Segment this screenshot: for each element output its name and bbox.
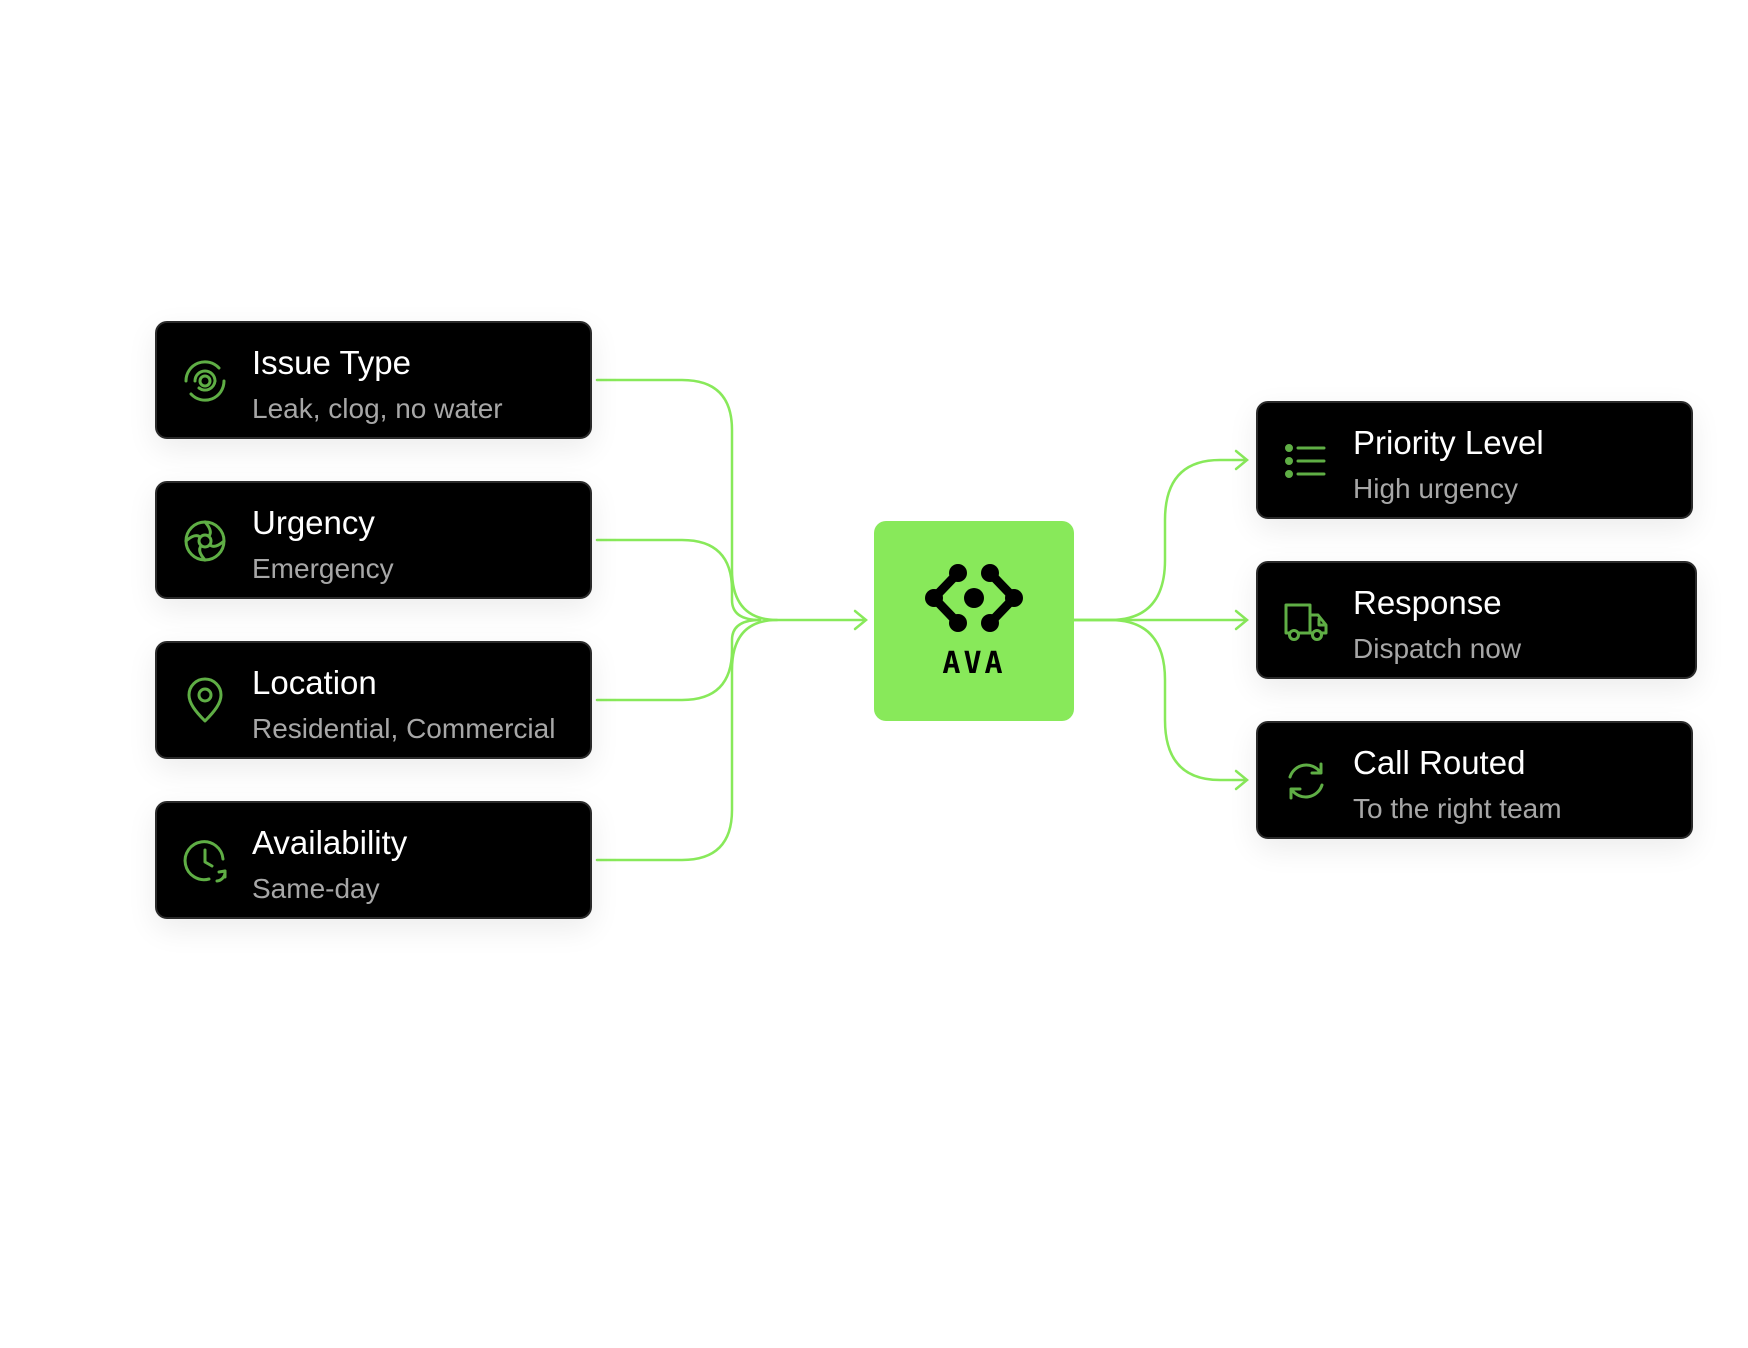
output-card-response: Response Dispatch now — [1256, 561, 1697, 679]
connector-availability — [595, 618, 779, 862]
input-title: Availability — [252, 824, 408, 861]
connector-issue-type — [595, 378, 866, 622]
connector-hub-priority — [1072, 458, 1248, 622]
input-card-availability: Availability Same-day — [155, 801, 592, 919]
ava-wordmark-text: AVA — [942, 648, 1005, 676]
input-subtitle: Residential, Commercial — [252, 713, 556, 744]
truck-icon — [1284, 603, 1328, 641]
output-title: Call Routed — [1353, 744, 1526, 781]
input-card-issue-type: Issue Type Leak, clog, no water — [155, 321, 592, 439]
connector-urgency — [595, 538, 762, 622]
input-title: Issue Type — [252, 344, 411, 381]
output-title: Priority Level — [1353, 424, 1544, 461]
list-icon — [1285, 444, 1326, 478]
map-pin-icon — [187, 677, 223, 723]
arrowhead-response — [1234, 609, 1249, 631]
ava-logo-icon — [925, 564, 1023, 632]
ava-wordmark: AVA — [942, 648, 1005, 676]
input-card-urgency: Urgency Emergency — [155, 481, 592, 599]
output-card-priority-level: Priority Level High urgency — [1256, 401, 1693, 519]
input-subtitle: Same-day — [252, 873, 380, 904]
clock-refresh-icon — [183, 840, 227, 883]
output-card-call-routed: Call Routed To the right team — [1256, 721, 1693, 839]
arrowhead-call-routed — [1234, 769, 1249, 791]
connector-hub-call-routed — [1072, 618, 1248, 782]
aperture-icon — [184, 520, 226, 562]
input-card-location: Location Residential, Commercial — [155, 641, 592, 759]
target-icon — [184, 360, 226, 402]
arrowhead-priority — [1234, 449, 1249, 471]
output-subtitle: High urgency — [1353, 473, 1518, 504]
refresh-icon — [1288, 762, 1324, 800]
ava-hub: AVA — [874, 521, 1074, 721]
input-subtitle: Leak, clog, no water — [252, 393, 503, 424]
connector-location — [595, 618, 762, 702]
input-title: Urgency — [252, 504, 375, 541]
output-title: Response — [1353, 584, 1502, 621]
input-title: Location — [252, 664, 377, 701]
input-subtitle: Emergency — [252, 553, 394, 584]
output-subtitle: To the right team — [1353, 793, 1562, 824]
output-subtitle: Dispatch now — [1353, 633, 1522, 664]
arrowhead-hub — [853, 609, 868, 631]
